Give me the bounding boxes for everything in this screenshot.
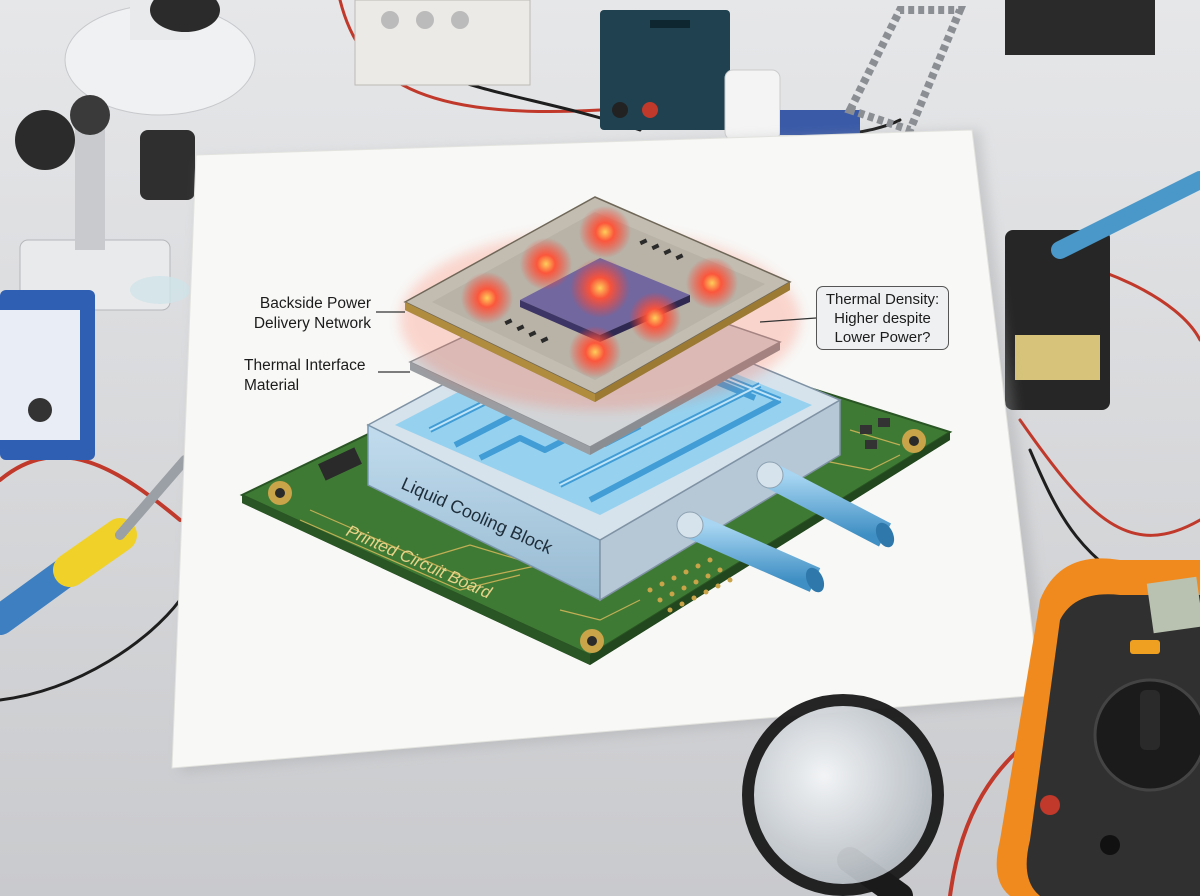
soldering-iron-icon — [0, 455, 190, 635]
soldering-stand-icon — [844, 6, 1200, 410]
leader-lines — [376, 311, 817, 373]
power-supply-left-icon — [0, 290, 95, 460]
multimeter-icon — [996, 558, 1200, 896]
coolant-tubes — [676, 461, 895, 593]
thermal-density-callout: Thermal Density: Higher despite Lower Po… — [816, 286, 949, 350]
backside-power-label: Backside Power Delivery Network — [253, 295, 371, 332]
thermal-interface-label: Thermal Interface Material — [244, 357, 366, 394]
backside-power-delivery-network — [403, 196, 792, 402]
power-supply-icon — [354, 0, 1155, 141]
magnifying-glass-icon — [742, 694, 944, 896]
hotspots — [461, 206, 738, 378]
microscope-icon — [15, 0, 256, 311]
